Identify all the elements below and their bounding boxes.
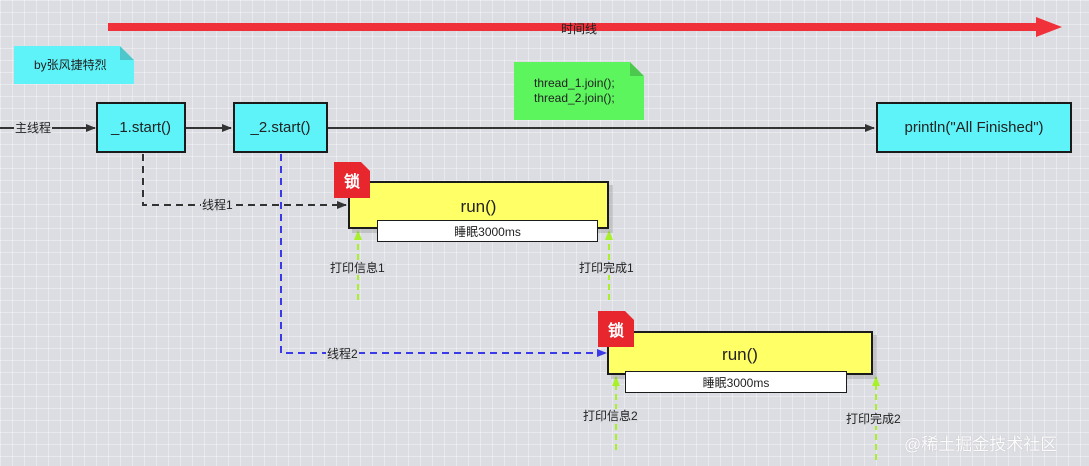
author-note-text: by张风捷特烈 xyxy=(34,58,107,72)
thread2-sleep-box: 睡眠3000ms xyxy=(625,371,847,393)
join-note-line1: thread_1.join(); xyxy=(534,76,615,90)
author-note: by张风捷特烈 xyxy=(14,46,134,84)
main-thread-label: 主线程 xyxy=(14,121,53,135)
timeline-label: 时间线 xyxy=(561,22,598,36)
thread2-print-info-label: 打印信息2 xyxy=(582,409,639,423)
thread1-print-info-label: 打印信息1 xyxy=(329,261,386,275)
thread1-sleep-label: 睡眠3000ms xyxy=(454,224,521,239)
thread2-lock-label: 锁 xyxy=(607,323,624,340)
start2-node-label: _2.start() xyxy=(250,119,311,136)
thread2-label: 线程2 xyxy=(326,347,359,361)
start1-node-label: _1.start() xyxy=(110,119,171,136)
join-note-line2: thread_2.join(); xyxy=(534,91,615,105)
watermark: @稀土掘金技术社区 xyxy=(904,435,1058,454)
thread1-lock-label: 锁 xyxy=(343,174,360,191)
finish-node-label: println("All Finished") xyxy=(904,119,1044,136)
thread2-run-label: run() xyxy=(722,345,758,364)
thread2-run-box: run() xyxy=(607,331,873,375)
thread1-print-done-label: 打印完成1 xyxy=(578,261,635,275)
thread1-lock-icon: 锁 xyxy=(334,162,370,198)
timeline-arrowhead xyxy=(1036,17,1062,37)
thread2-sleep-label: 睡眠3000ms xyxy=(702,375,770,390)
start1-node: _1.start() xyxy=(96,102,186,153)
thread1-label: 线程1 xyxy=(201,198,234,212)
join-note: thread_1.join(); thread_2.join(); xyxy=(514,62,644,120)
thread2-line xyxy=(280,154,607,357)
start2-node: _2.start() xyxy=(233,102,328,153)
finish-node: println("All Finished") xyxy=(876,102,1072,153)
thread1-line xyxy=(142,154,347,209)
thread1-run-label: run() xyxy=(460,197,497,216)
thread2-print-done-label: 打印完成2 xyxy=(845,412,902,426)
thread1-sleep-box: 睡眠3000ms xyxy=(377,220,598,242)
thread2-lock-icon: 锁 xyxy=(598,311,634,347)
